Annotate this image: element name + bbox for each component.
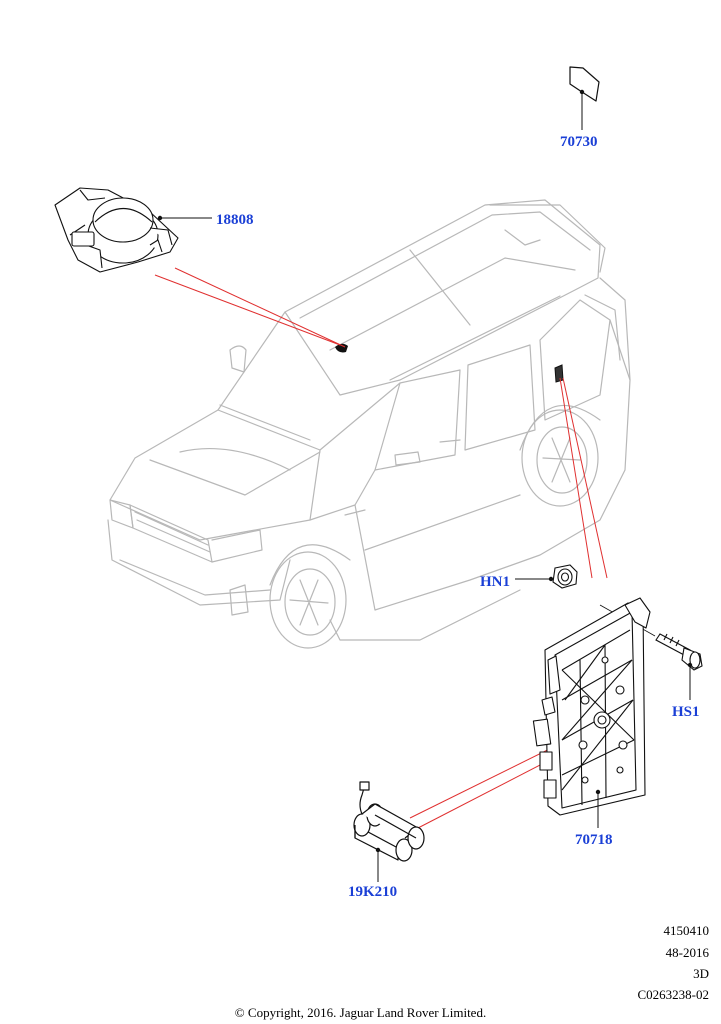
leader-dot-hs1: [687, 662, 693, 668]
copyright-notice: © Copyright, 2016. Jaguar Land Rover Lim…: [234, 1005, 487, 1020]
leader-dot-hn1: [548, 576, 554, 582]
part-70730-label-sheet[interactable]: [569, 66, 600, 102]
part-19k210-battery-pack[interactable]: [353, 781, 425, 862]
vehicle-outline: [107, 199, 631, 649]
callout-hs1[interactable]: HS1: [672, 704, 700, 720]
callout-70730[interactable]: 70730: [560, 134, 598, 150]
callout-19k210[interactable]: 19K210: [348, 884, 398, 900]
reference-code: C0263238-02: [637, 987, 710, 1002]
roof-location-mark: [335, 343, 348, 353]
leader-dot-19k210: [375, 847, 381, 853]
leader-dot-18808: [157, 215, 163, 221]
pillar-location-mark: [554, 364, 564, 383]
callout-18808[interactable]: 18808: [216, 212, 254, 228]
part-hn1-nut[interactable]: [552, 564, 578, 589]
reference-number: 4150410: [663, 923, 710, 938]
part-70718-control-module[interactable]: [532, 597, 651, 816]
reference-view: 3D: [693, 966, 709, 981]
part-18808-roof-sensor[interactable]: [54, 187, 179, 273]
leader-dot-70730: [579, 89, 585, 95]
part-hs1-bolt[interactable]: [655, 633, 703, 671]
reference-date: 48-2016: [665, 945, 709, 960]
leader-dot-70718: [595, 789, 601, 795]
callout-hn1[interactable]: HN1: [480, 574, 510, 590]
callout-70718[interactable]: 70718: [575, 832, 613, 848]
